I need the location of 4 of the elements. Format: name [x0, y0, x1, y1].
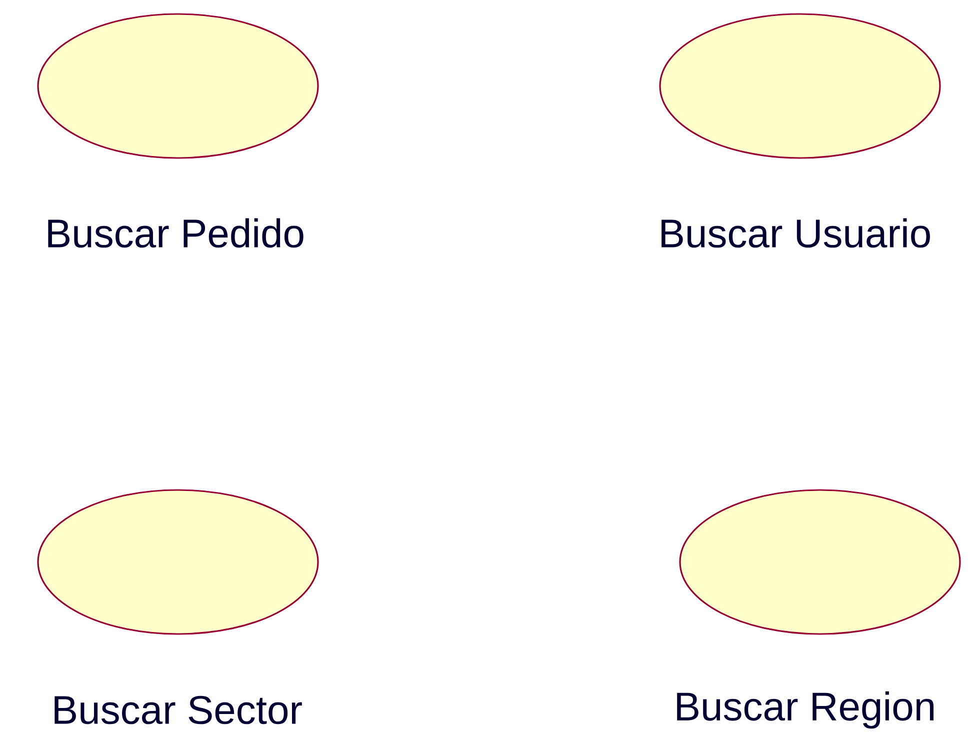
use-case-label: Buscar Pedido	[48, 218, 304, 248]
use-case-label: Buscar Sector	[54, 696, 302, 724]
use-case-label: Buscar Region	[677, 691, 934, 729]
use-case-label: Buscar Usuario	[662, 218, 930, 248]
